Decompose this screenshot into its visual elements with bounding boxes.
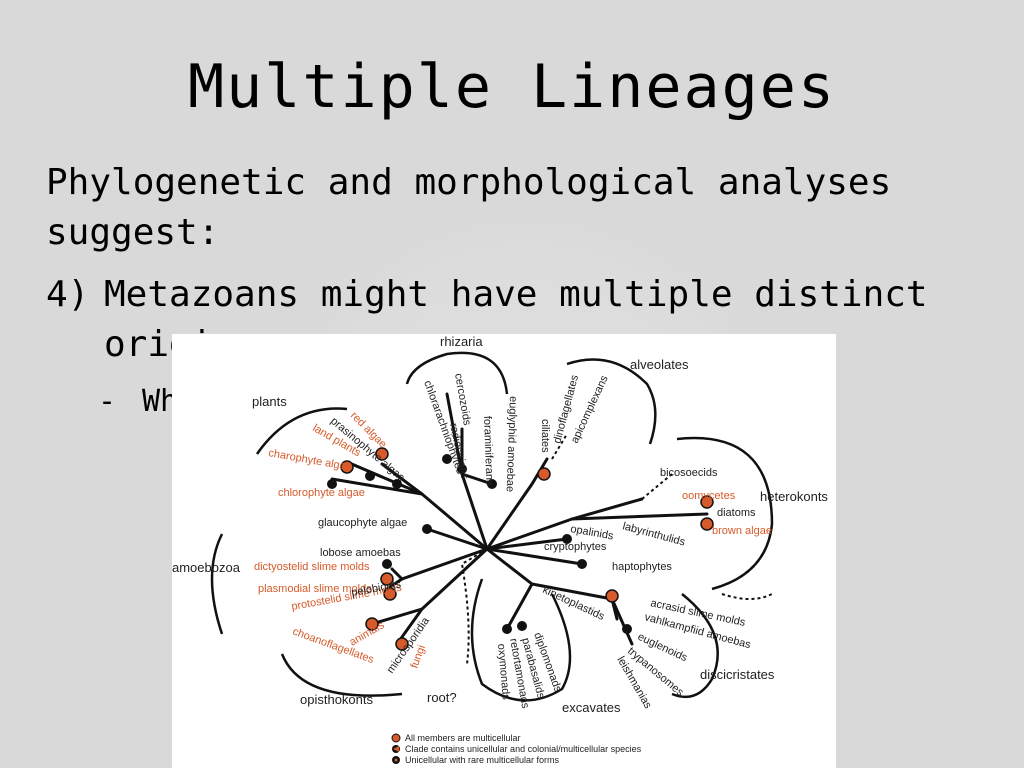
taxon-cercozoids: cercozoids <box>452 372 473 426</box>
node-fungi <box>395 637 409 651</box>
taxon-plasmodial-slime-molds: plasmodial slime molds <box>258 583 372 595</box>
node <box>562 534 572 544</box>
node-ciliates <box>537 467 551 481</box>
taxon-glaucophyte-algae: glaucophyte algae <box>318 517 407 529</box>
group-label-amoebozoa: amoebozoa <box>172 560 241 575</box>
branch <box>460 472 494 486</box>
taxon-oxymonads: oxymonads <box>495 643 512 701</box>
taxon-diatoms: diatoms <box>717 507 756 519</box>
taxon-ciliates: ciliates <box>539 419 551 453</box>
branch <box>330 477 424 496</box>
node-charophyte <box>340 460 354 474</box>
discicristates-bracket <box>671 593 719 699</box>
taxon-haptophytes: haptophytes <box>612 561 672 573</box>
taxon-kinetoplastids: kinetoplastids <box>541 584 607 623</box>
root-label: root? <box>427 690 457 705</box>
group-label-plants: plants <box>252 394 287 409</box>
node-oomycetes <box>700 495 714 509</box>
node <box>622 624 632 634</box>
taxon-labyrinthulids: labyrinthulids <box>621 520 687 548</box>
branch <box>485 457 549 551</box>
group-label-excavates: excavates <box>562 700 621 715</box>
alveolates-bracket <box>566 358 657 445</box>
taxon-brown-algae: brown algae <box>712 525 772 537</box>
taxon-oomycetes: oomycetes <box>682 490 736 502</box>
taxon-charophyte-algae: charophyte algae <box>267 447 352 473</box>
dashed-branch <box>721 593 773 600</box>
branch <box>425 527 489 551</box>
group-label-heterokonts: heterokonts <box>760 489 828 504</box>
plants-bracket <box>255 407 348 455</box>
legend-marker-mixed-fill <box>393 746 399 752</box>
node-plasmodial <box>383 587 397 601</box>
branch <box>345 460 424 496</box>
node <box>422 524 432 534</box>
taxon-lobose-amoebas: lobose amoebas <box>320 547 401 559</box>
bullet-text: Metazoans might have multiple distinct o… <box>104 274 928 365</box>
intro-text: Phylogenetic and morphological analyses … <box>46 162 892 253</box>
legend-all-multicellular: All members are multicellular <box>405 733 521 743</box>
taxon-bicosoecids: bicosoecids <box>660 467 718 479</box>
node <box>382 559 392 569</box>
taxon-foraminiferans: foraminiferans <box>481 416 495 487</box>
node <box>365 471 375 481</box>
rhizaria-bracket <box>405 351 509 395</box>
branch <box>485 547 534 631</box>
tree-svg: rhizaria alveolates plants heterokonts a… <box>172 334 828 765</box>
node-brown-algae <box>700 517 714 531</box>
taxon-opalinids: opalinids <box>569 523 614 542</box>
branch <box>570 512 709 521</box>
amoebozoa-bracket <box>210 533 224 635</box>
legend-marker-all <box>391 733 401 743</box>
taxon-dictyostelid-slime-molds: dictyostelid slime molds <box>254 561 370 573</box>
node-red-algae <box>375 447 389 461</box>
node <box>457 464 467 474</box>
root-dashed <box>460 548 488 665</box>
tree-nodes <box>327 447 714 651</box>
taxon-cryptophytes: cryptophytes <box>544 541 607 553</box>
dashed-root-lines <box>460 433 773 665</box>
node <box>502 624 512 634</box>
branch <box>385 547 489 591</box>
taxon-chlorophyte-algae: chlorophyte algae <box>278 487 365 499</box>
branch <box>395 547 489 646</box>
legend-unicellular-rare: Unicellular with rare multicellular form… <box>405 755 560 765</box>
legend-marker-rare-dot <box>394 758 398 762</box>
dashed-branch <box>551 433 568 460</box>
branch <box>485 547 584 566</box>
node-dictyostelid <box>380 572 394 586</box>
excavates-bracket <box>470 578 572 702</box>
taxon-euglyphid-amoebae: euglyphid amoebae <box>504 396 519 492</box>
heterokonts-bracket <box>676 436 774 591</box>
node <box>517 621 527 631</box>
node <box>442 454 452 464</box>
group-label-discicristates: discicristates <box>700 667 775 682</box>
legend: All members are multicellular Clade cont… <box>391 733 642 765</box>
group-label-rhizaria: rhizaria <box>440 334 483 349</box>
node-acrasid <box>605 589 619 603</box>
legend-clade-mixed: Clade contains unicellular and colonial/… <box>405 744 642 754</box>
slide-title: Multiple Lineages <box>187 52 837 122</box>
phylogenetic-tree-figure: rhizaria alveolates plants heterokonts a… <box>172 334 836 768</box>
sub-bullet-marker: - <box>98 384 117 419</box>
node-animals <box>365 617 379 631</box>
opisthokonts-bracket <box>280 653 403 697</box>
group-label-alveolates: alveolates <box>630 357 689 372</box>
group-brackets <box>210 351 774 702</box>
branch <box>485 537 569 551</box>
branch <box>370 607 424 626</box>
node <box>392 479 402 489</box>
bullet-number: 4) <box>46 274 90 315</box>
node <box>577 559 587 569</box>
branch <box>390 567 404 581</box>
group-label-opisthokonts: opisthokonts <box>300 692 373 707</box>
dashed-branch <box>641 473 673 500</box>
node <box>327 479 337 489</box>
node <box>487 479 497 489</box>
